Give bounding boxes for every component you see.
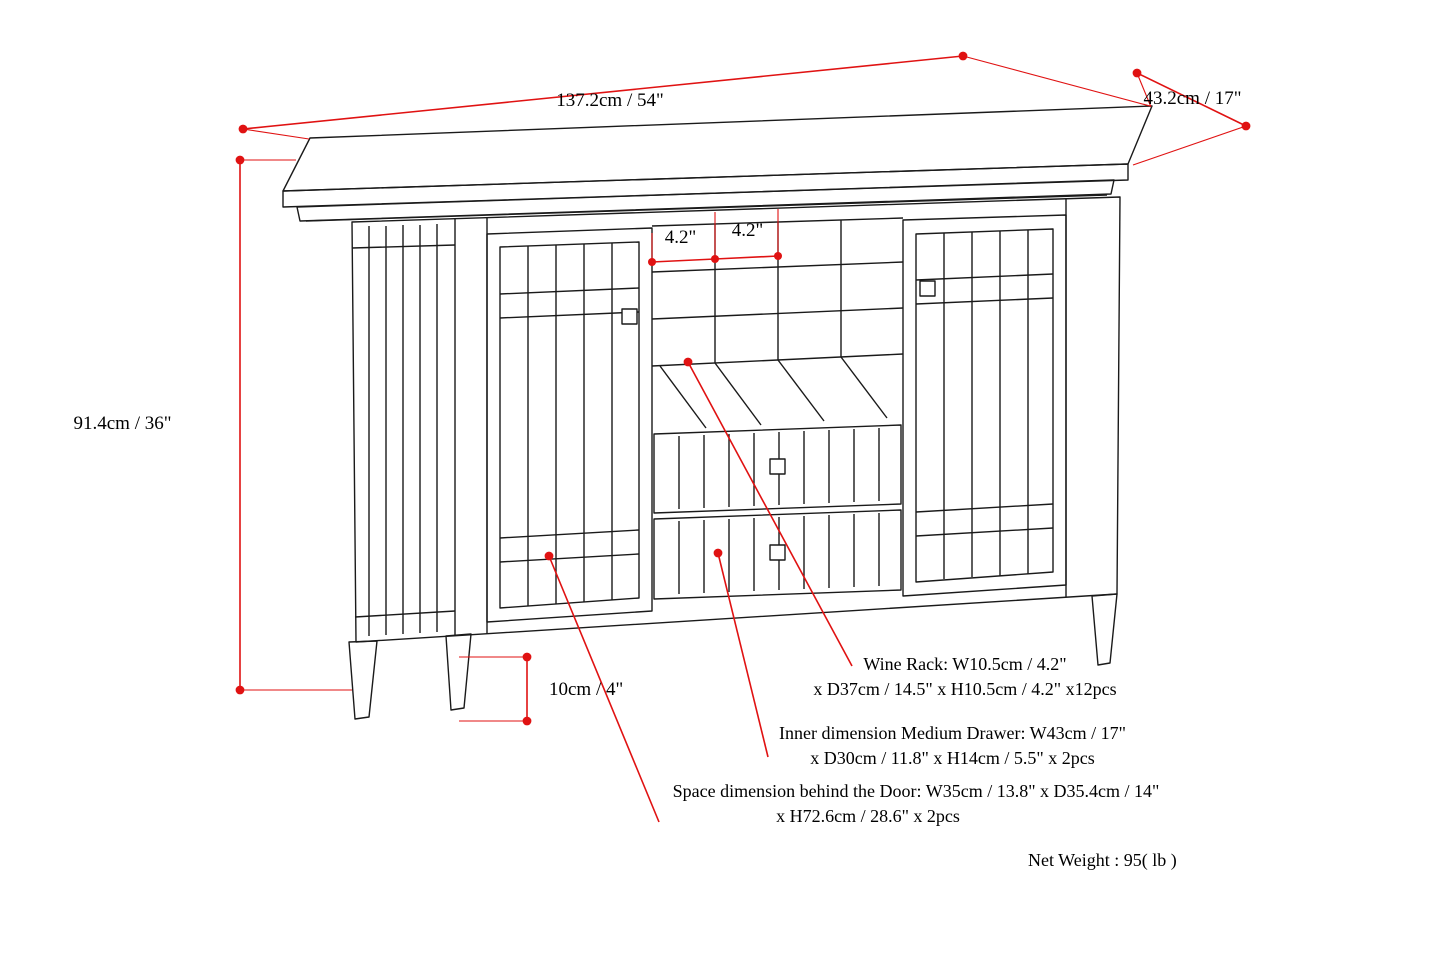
width-ext-line	[962, 55, 1151, 107]
drawer-note-line1: Inner dimension Medium Drawer: W43cm / 1…	[779, 723, 1126, 743]
rack-depth-line	[777, 359, 825, 422]
door-mullion-horizontal	[915, 273, 1054, 281]
dimension-lines	[239, 55, 1247, 823]
door-mullion-horizontal	[499, 287, 640, 295]
side-slats	[368, 224, 438, 636]
dim-dot	[1241, 121, 1251, 131]
dim-dot	[238, 124, 248, 134]
drawer-bottom-knob	[769, 544, 786, 561]
side-bottom-rail	[354, 610, 456, 618]
leader-dot	[683, 357, 693, 367]
cabinet-top-surface	[282, 105, 1153, 192]
leader-dot	[544, 551, 554, 561]
drawer-leader-line	[717, 552, 769, 758]
width-ext-line	[242, 128, 310, 140]
depth-ext-line	[1136, 72, 1152, 108]
drawer-note: Inner dimension Medium Drawer: W43cm / 1…	[765, 721, 1140, 771]
leader-dot	[713, 548, 723, 558]
right-door-frame-outer	[902, 214, 1067, 597]
right-door-knob	[919, 280, 936, 297]
wine-rack-note: Wine Rack: W10.5cm / 4.2" x D37cm / 14.5…	[800, 652, 1130, 702]
door-mullion-horizontal	[499, 529, 640, 539]
drawer-bottom	[653, 509, 902, 600]
door-mullion-horizontal	[499, 311, 640, 319]
left-door	[486, 227, 653, 623]
net-weight-label: Net Weight : 95( lb )	[1028, 850, 1177, 870]
dim-dot	[522, 652, 532, 662]
dim-dot	[711, 255, 719, 263]
drawer-note-line2: x D30cm / 11.8" x H14cm / 5.5" x 2pcs	[810, 748, 1095, 768]
door-leader-line	[548, 555, 660, 823]
leg-back-left	[348, 640, 378, 720]
drawer-top	[653, 424, 902, 514]
door-mullion-horizontal	[915, 527, 1054, 537]
crown-molding	[296, 179, 1115, 222]
door-mullion-horizontal	[915, 297, 1054, 305]
cell-width-label-right: 4.2"	[731, 220, 764, 241]
width-dim-line	[242, 55, 964, 130]
width-dimension-label: 137.2cm / 54"	[556, 90, 664, 111]
left-door-frame-inner	[499, 241, 640, 609]
rack-depth-line	[840, 356, 888, 419]
wine-rack-note-line1: Wine Rack: W10.5cm / 4.2"	[863, 654, 1067, 674]
cabinet	[282, 105, 1153, 720]
door-mullion-horizontal	[915, 503, 1054, 513]
right-door-frame-inner	[915, 228, 1054, 583]
leg-front-right	[1091, 593, 1118, 666]
wine-rack-leader-line	[687, 361, 853, 667]
dim-dot	[648, 258, 656, 266]
depth-ext-line	[1132, 125, 1247, 166]
dim-dot	[1132, 68, 1142, 78]
dim-dot	[522, 716, 532, 726]
dim-dot	[958, 51, 968, 61]
depth-dimension-label: 43.2cm / 17"	[1143, 88, 1242, 109]
depth-dim-line	[1136, 72, 1247, 127]
leg-front-left	[445, 633, 472, 711]
dim-dot	[235, 685, 245, 695]
left-door-frame-outer	[486, 227, 653, 623]
dimension-dots	[235, 51, 1251, 726]
drawer-front	[653, 509, 902, 600]
left-door-knob	[621, 308, 638, 325]
door-note-line1: Space dimension behind the Door: W35cm /…	[672, 781, 1160, 801]
door-note: Space dimension behind the Door: W35cm /…	[660, 779, 1172, 829]
drawer-front	[653, 424, 902, 514]
molding-line	[305, 194, 1108, 222]
cabinet-top-front-edge	[282, 163, 1129, 208]
drawer-top-knob	[769, 458, 786, 475]
rack-depth-line	[714, 362, 762, 426]
dim-dot	[774, 252, 782, 260]
cell-width-label-left: 4.2"	[664, 227, 697, 248]
rack-depth-line	[659, 365, 707, 429]
height-dimension-label: 91.4cm / 36"	[73, 413, 172, 434]
wine-rack-note-line2: x D37cm / 14.5" x H10.5cm / 4.2" x12pcs	[813, 679, 1117, 699]
leg-height-label: 10cm / 4"	[549, 679, 624, 700]
right-door	[902, 214, 1067, 597]
door-note-line2: x H72.6cm / 28.6" x 2pcs	[776, 806, 960, 826]
door-mullion-horizontal	[499, 553, 640, 563]
dim-dot	[235, 155, 245, 165]
